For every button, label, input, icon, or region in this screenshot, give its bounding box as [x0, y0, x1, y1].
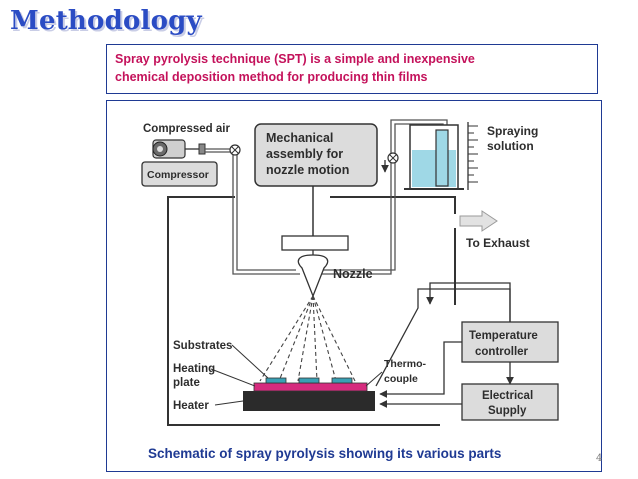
solution-cylinder: [435, 129, 449, 187]
spray-chamber: [167, 196, 456, 426]
intro-text-box: Spray pyrolysis technique (SPT) is a sim…: [106, 44, 598, 94]
heating-label-2: plate: [173, 377, 200, 389]
exhaust-arrow-icon: [459, 210, 498, 232]
substrate-3: [331, 377, 353, 384]
exhaust-label: To Exhaust: [466, 236, 530, 250]
nozzle-icon: [297, 254, 329, 298]
spraying-label-1: Spraying: [487, 124, 538, 138]
thermocouple-label-1: Thermo-: [384, 358, 427, 370]
temperature-controller: Temperature controller: [461, 321, 559, 363]
nozzle-assembly: Nozzle: [281, 235, 373, 298]
heater-block: [243, 391, 375, 411]
electrical-label-2: Supply: [488, 405, 527, 417]
mechanical-label-3: nozzle motion: [266, 163, 349, 177]
mechanical-label-2: assembly for: [266, 147, 343, 161]
substrates-label: Substrates: [173, 340, 232, 352]
intro-line-1: Spray pyrolysis technique (SPT) is a sim…: [115, 52, 475, 66]
heating-label-1: Heating: [173, 363, 215, 375]
temperature-label-2: controller: [475, 346, 529, 358]
page-title: Methodology: [10, 6, 202, 36]
thermocouple: Thermo- couple: [365, 358, 427, 387]
spray-cone: [259, 295, 356, 382]
air-line: [205, 144, 300, 275]
temperature-label-1: Temperature: [469, 330, 538, 342]
heater-label: Heater: [173, 400, 209, 412]
mechanical-label-1: Mechanical: [266, 131, 333, 145]
substrate-2: [298, 377, 320, 384]
solution-reservoir: Spraying solution: [404, 122, 538, 190]
mechanical-assembly: Mechanical assembly for nozzle motion: [254, 123, 389, 236]
intro-line-2: chemical deposition method for producing…: [115, 70, 428, 84]
spraying-label-2: solution: [487, 139, 534, 153]
heater-stack: [243, 377, 375, 411]
electrical-supply: Electrical Supply: [461, 383, 559, 421]
diagram-caption: Schematic of spray pyrolysis showing its…: [148, 446, 502, 461]
compressor-label: Compressor: [147, 169, 209, 181]
page-number: 4: [596, 453, 603, 464]
control-wiring: [375, 282, 514, 408]
nozzle-holder: [281, 235, 349, 251]
substrate-1: [265, 377, 287, 384]
thermocouple-label-2: couple: [384, 373, 418, 385]
heating-plate: [253, 382, 368, 392]
compressed-air-label: Compressed air: [143, 123, 230, 135]
electrical-label-1: Electrical: [482, 390, 533, 402]
heater-labels: Substrates Heating plate Heater: [173, 340, 269, 412]
solution-liquid: [412, 150, 456, 187]
exhaust: To Exhaust: [459, 210, 530, 250]
compressor-box: [141, 161, 218, 187]
nozzle-label: Nozzle: [333, 267, 373, 281]
compressor-unit: Compressed air Compressor: [141, 123, 230, 187]
